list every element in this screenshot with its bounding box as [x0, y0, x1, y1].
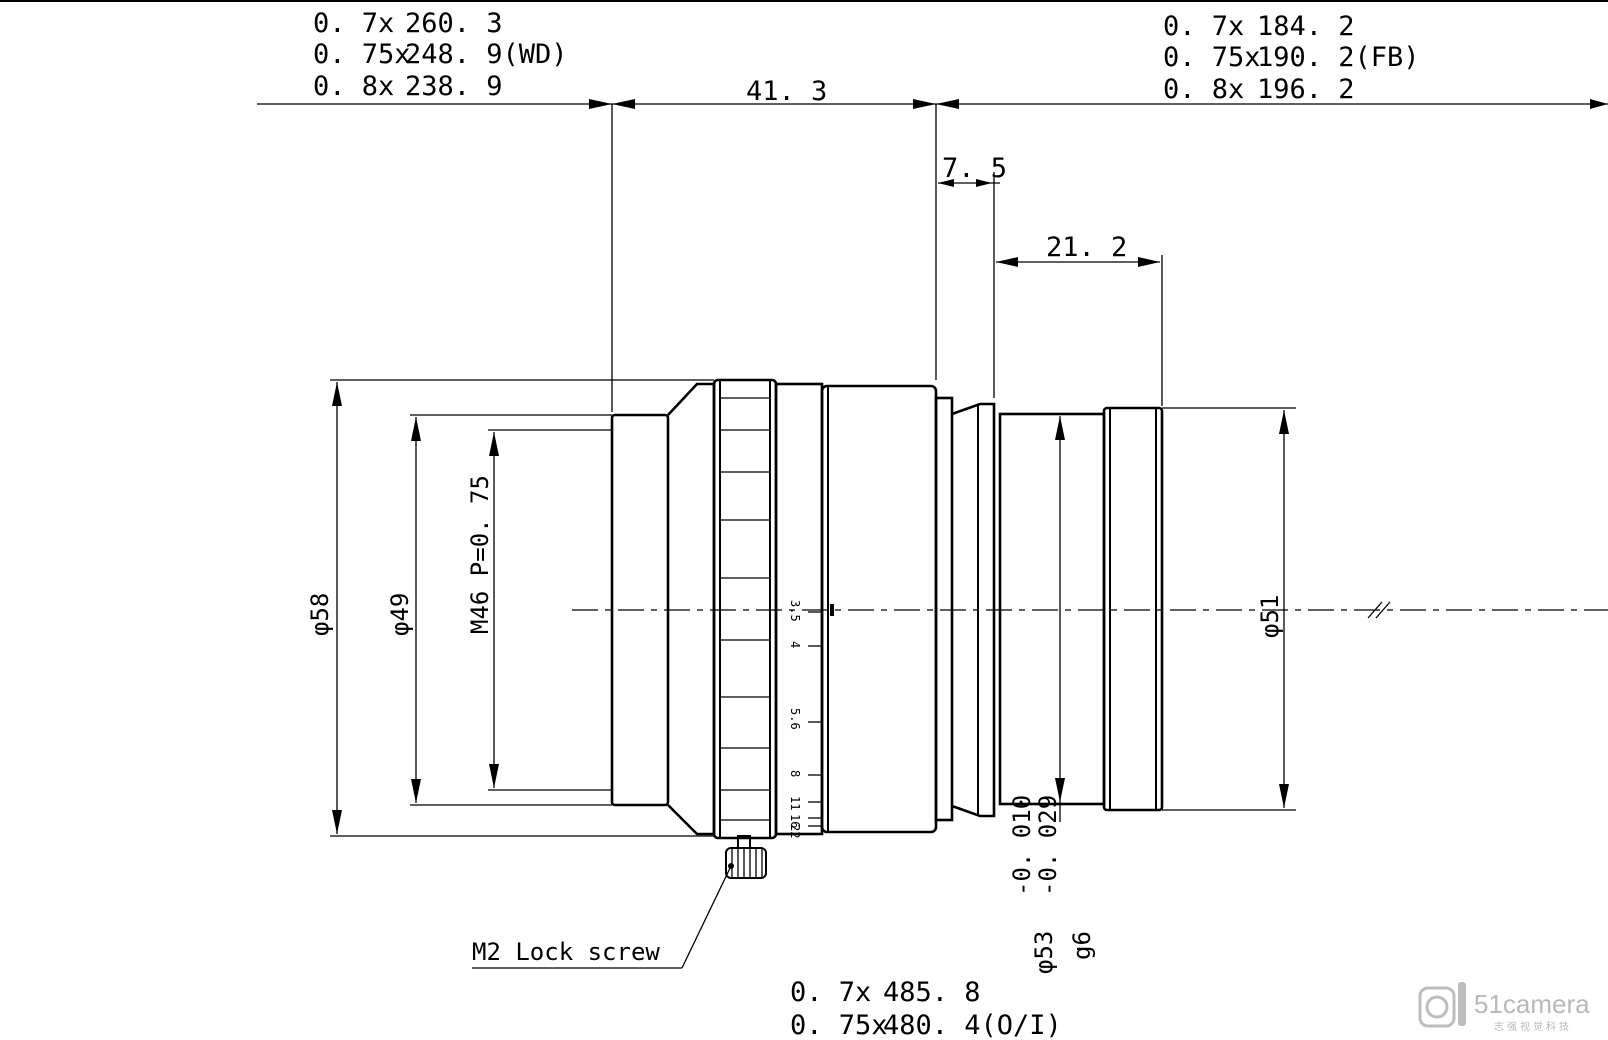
oi-val-1: 485. 8: [883, 977, 981, 1008]
lock-screw-label: M2 Lock screw: [472, 938, 660, 966]
dim-phi53: φ53: [1030, 931, 1058, 974]
wd-mag-3: 0. 8x: [313, 71, 394, 102]
fb-val-2: 190. 2(FB): [1257, 42, 1420, 73]
main-body: [820, 384, 938, 834]
lens-body: 3.5 4 5.6 8 11 16 22: [610, 378, 1164, 840]
fb-mag-2: 0. 75x: [1163, 42, 1261, 73]
focus-ring: [712, 378, 778, 840]
fb-val-3: 196. 2: [1257, 74, 1355, 105]
f-stop-5-6: 5.6: [788, 708, 802, 730]
tol-lower: -0. 029: [1034, 795, 1062, 896]
rear-step: [934, 396, 954, 822]
f-stop-4: 4: [788, 641, 802, 648]
dim-41-3: 41. 3: [746, 76, 827, 107]
dim-phi51: φ51: [1256, 595, 1284, 638]
dim-phi53-group: φ53 -0. 010 -0. 029 g6: [1000, 413, 1096, 974]
wd-val-2: 248. 9(WD): [405, 39, 568, 70]
dim-phi58: φ58: [306, 593, 334, 636]
dim-21-2-group: 21. 2: [996, 232, 1160, 267]
dim-phi49-group: φ49: [386, 414, 612, 806]
tol-upper: -0. 010: [1008, 795, 1036, 896]
lock-screw-callout: M2 Lock screw: [472, 865, 732, 969]
fb-val-1: 184. 2: [1257, 11, 1355, 42]
overall-dimension-line: 41. 3: [257, 76, 1608, 109]
dim-phi51-group: φ51: [1162, 407, 1296, 811]
front-barrel: [610, 413, 670, 807]
dim-21-2: 21. 2: [1046, 232, 1127, 263]
oi-mag-1: 0. 7x: [790, 977, 871, 1008]
f-stop-8: 8: [788, 770, 802, 777]
mount-flange: [1102, 406, 1164, 812]
front-taper: [667, 382, 716, 836]
fb-table: 0. 7x 184. 2 0. 75x 190. 2(FB) 0. 8x 196…: [1163, 11, 1420, 105]
rear-taper: [951, 402, 996, 818]
watermark-tagline: 志强视觉科技: [1494, 1020, 1572, 1033]
fb-mag-3: 0. 8x: [1163, 74, 1244, 105]
watermark-logo-icon: [1418, 986, 1456, 1028]
dim-7-5-group: 7. 5: [938, 153, 1007, 187]
wd-val-3: 238. 9: [405, 71, 503, 102]
break-mark: [1367, 601, 1391, 619]
watermark: 51camera 志强视觉科技: [1418, 982, 1590, 1033]
dim-m46-group: M46 P=0. 75: [466, 429, 612, 791]
mount-shank: [998, 412, 1106, 806]
fb-mag-1: 0. 7x: [1163, 11, 1244, 42]
dim-phi58-group: φ58: [306, 379, 714, 837]
wd-mag-1: 0. 7x: [313, 8, 394, 39]
fit-class: g6: [1068, 931, 1096, 960]
f-stop-16: 16: [788, 814, 802, 828]
oi-mag-2: 0. 75x: [790, 1010, 888, 1040]
f-stop-11: 11: [788, 796, 802, 810]
dim-7-5: 7. 5: [942, 153, 1007, 184]
dim-phi49: φ49: [386, 593, 414, 636]
f-stop-3-5: 3.5: [788, 600, 802, 622]
f-stop-22: 22: [788, 824, 802, 838]
wd-mag-2: 0. 75x: [313, 39, 411, 70]
wd-table: 0. 7x 260. 3 0. 75x 248. 9(WD) 0. 8x 238…: [313, 8, 568, 102]
wd-val-1: 260. 3: [405, 8, 503, 39]
oi-table: 0. 7x 485. 8 0. 75x 480. 4(O/I): [790, 977, 1062, 1040]
dim-thread: M46 P=0. 75: [466, 475, 494, 634]
aperture-scale: 3.5 4 5.6 8 11 16 22: [788, 600, 822, 838]
watermark-brand: 51camera: [1474, 989, 1590, 1019]
lock-screw: [725, 835, 767, 879]
oi-val-2: 480. 4(O/I): [883, 1010, 1062, 1040]
focus-ring-knurl: [720, 397, 770, 821]
